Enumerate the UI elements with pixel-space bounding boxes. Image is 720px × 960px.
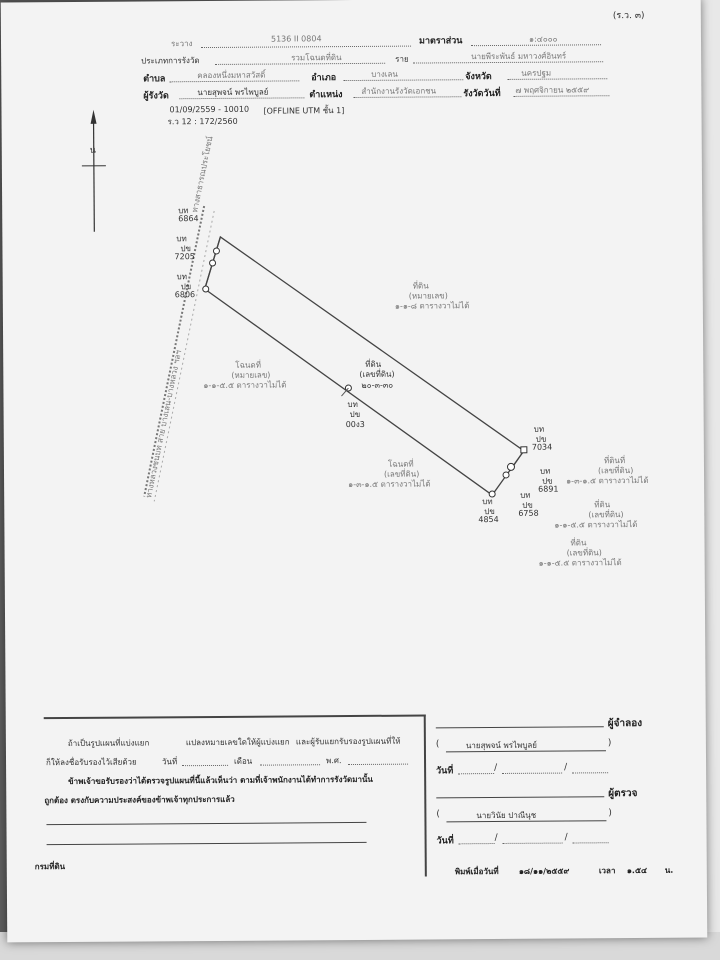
maker-month-field[interactable] bbox=[502, 772, 563, 774]
form-line3: ข้าพเจ้าขอรับรองว่าได้ตรวจรูปแผนที่นี้แล… bbox=[68, 774, 373, 787]
north-arrow-shaft bbox=[92, 113, 95, 232]
maker-label: ผู้จำลอง bbox=[607, 717, 643, 730]
boundary-marker bbox=[502, 471, 510, 479]
form-line1-c: และผู้รับแยกรับรองรูปแผนที่ให้ bbox=[295, 736, 401, 747]
maker-date-label: วันที่ bbox=[436, 766, 454, 777]
marker-num: 6891 bbox=[538, 484, 559, 494]
form-line1-a: ถ้าเป็นรูปแผนที่แบ่งแยก bbox=[67, 738, 150, 749]
se3-parcel-area: ๑-๑-๕.๕ ตารางวาไม่ได้ bbox=[538, 558, 622, 568]
marker-num: 7034 bbox=[531, 442, 553, 452]
marker-num: 7205 bbox=[174, 252, 195, 262]
boundary-marker bbox=[202, 285, 210, 293]
north-parcel-area: ๑-๑-๘ ตารางวาไม่ได้ bbox=[394, 301, 470, 311]
marker-num: 6864 bbox=[178, 214, 199, 224]
maker-year-field[interactable] bbox=[572, 772, 609, 774]
form-line4: ถูกต้อง ตรงกับความประสงค์ของข้าพเจ้าทุกป… bbox=[44, 794, 235, 806]
marker-num: 6758 bbox=[518, 508, 539, 518]
department-label: กรมที่ดิน bbox=[34, 862, 66, 872]
checker-year-field[interactable] bbox=[572, 842, 609, 844]
print-time-value: ๑.๕๔ bbox=[626, 865, 648, 876]
se2-parcel-area: ๑-๑-๕.๕ ตารางวาไม่ได้ bbox=[554, 520, 638, 530]
checker-label: ผู้ตรวจ bbox=[608, 788, 638, 800]
marker-num: 6806 bbox=[174, 290, 196, 300]
boundary-marker bbox=[488, 490, 496, 498]
checker-month-field[interactable] bbox=[502, 842, 563, 844]
boundary-marker bbox=[520, 446, 528, 454]
south-parcel-area: ๑-๓-๑.๕ ตารางวาไม่ได้ bbox=[348, 479, 431, 490]
marker-num: 4854 bbox=[478, 514, 499, 525]
boundary-marker bbox=[212, 247, 220, 255]
checker-signature-line[interactable] bbox=[436, 796, 605, 799]
marker-num: 00ง3 bbox=[345, 419, 365, 430]
print-time-label: เวลา bbox=[598, 866, 616, 876]
form-line2-a: ก็ให้ลงชื่อรับรองไว้เสียด้วย bbox=[46, 757, 137, 768]
form-month-label: เดือน bbox=[233, 756, 253, 766]
boundary-marker bbox=[209, 259, 217, 267]
survey-document: (ร.ว. ๓) ระวาง 5136 II 0804 มาตราส่วน ๑:… bbox=[0, 0, 708, 943]
print-time-unit: น. bbox=[664, 865, 674, 875]
form-line1-b: แปลงหมายเลขใดให้ผู้แบ่งแยก bbox=[185, 737, 290, 748]
center-parcel-area: ๒๐-๓-๓๐ bbox=[361, 380, 394, 390]
maker-day-field[interactable] bbox=[458, 773, 495, 775]
form-date-label: วันที่ bbox=[162, 757, 178, 767]
west-parcel-area: ๑-๑-๕.๕ ตารางวาไม่ได้ bbox=[203, 380, 287, 391]
form-year-label: พ.ศ. bbox=[325, 756, 342, 766]
checker-day-field[interactable] bbox=[458, 843, 495, 845]
print-date-value: ๑๘/๑๑/๒๕๕๙ bbox=[518, 866, 570, 876]
parcel-map bbox=[81, 109, 528, 502]
north-arrow-icon bbox=[90, 109, 97, 124]
boundary-marker bbox=[506, 462, 515, 471]
left-road-line bbox=[143, 205, 206, 497]
checker-date-label: วันที่ bbox=[436, 836, 454, 847]
maker-name-line bbox=[445, 750, 606, 753]
checker-name-line bbox=[446, 820, 607, 823]
print-date-label: พิมพ์เมื่อวันที่ bbox=[454, 866, 499, 877]
maker-signature-line[interactable] bbox=[435, 726, 604, 729]
se1-parcel-area: ๑-๓-๑.๕ ตารางวาไม่ได้ bbox=[566, 475, 649, 486]
marker-tick bbox=[341, 387, 349, 397]
